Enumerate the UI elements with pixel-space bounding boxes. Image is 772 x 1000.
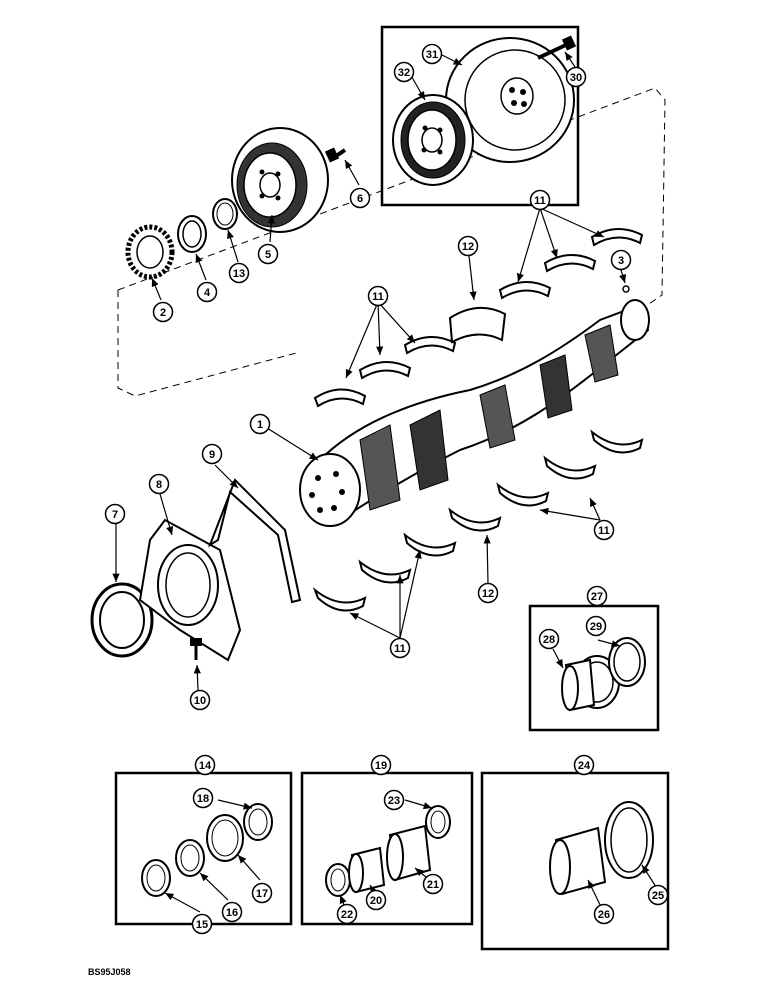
svg-text:7: 7 <box>112 509 118 521</box>
svg-text:12: 12 <box>462 241 474 253</box>
callout-6: 6 <box>349 187 371 209</box>
callout-26: 26 <box>593 903 615 925</box>
svg-text:26: 26 <box>598 909 610 921</box>
kit-19-parts <box>325 805 451 897</box>
callout-20: 20 <box>365 889 387 911</box>
callout-29: 29 <box>585 615 607 637</box>
callout-11-bottom: 11 <box>389 637 411 659</box>
svg-text:24: 24 <box>578 760 591 772</box>
callout-8: 8 <box>148 473 170 495</box>
svg-text:10: 10 <box>194 695 206 707</box>
svg-text:14: 14 <box>199 760 212 772</box>
svg-text:6: 6 <box>357 193 363 205</box>
callout-28: 28 <box>538 628 560 650</box>
callout-7: 7 <box>104 503 126 525</box>
svg-text:18: 18 <box>197 793 209 805</box>
svg-text:28: 28 <box>543 634 555 646</box>
svg-text:15: 15 <box>196 919 208 931</box>
callout-27: 27 <box>586 585 608 607</box>
rear-oil-seal-7 <box>90 582 154 658</box>
kit-box-24 <box>480 771 670 951</box>
rear-seal-housing-8 <box>138 518 242 662</box>
large-pulley <box>445 37 575 163</box>
gasket-9 <box>207 478 302 604</box>
callout-2: 2 <box>152 301 174 323</box>
svg-text:25: 25 <box>652 890 664 902</box>
callout-12-top: 12 <box>457 235 479 257</box>
callout-19: 19 <box>370 754 392 776</box>
callout-11-right: 11 <box>593 519 615 541</box>
svg-text:12: 12 <box>482 588 494 600</box>
callout-25: 25 <box>647 884 669 906</box>
svg-text:16: 16 <box>226 907 238 919</box>
pulley-inset-box <box>380 25 580 207</box>
callout-12-bottom: 12 <box>477 582 499 604</box>
callout-21: 21 <box>422 873 444 895</box>
svg-text:5: 5 <box>265 249 271 261</box>
callout-14: 14 <box>194 754 216 776</box>
small-damper-pulley <box>392 94 474 186</box>
callout-23: 23 <box>383 789 405 811</box>
svg-text:3: 3 <box>618 255 624 267</box>
callout-5: 5 <box>257 243 279 265</box>
front-group-dashed-boundary <box>117 87 666 397</box>
svg-text:11: 11 <box>534 195 546 207</box>
seal-ring-13 <box>212 198 238 230</box>
callout-11-top: 11 <box>529 189 551 211</box>
callout-4: 4 <box>196 281 218 303</box>
upper-bearing-shells <box>313 228 644 408</box>
svg-text:22: 22 <box>341 909 353 921</box>
callout-16: 16 <box>221 901 243 923</box>
svg-text:29: 29 <box>590 621 602 633</box>
svg-text:11: 11 <box>394 643 406 655</box>
callout-32: 32 <box>393 61 415 83</box>
crankshaft-gear <box>125 224 175 280</box>
figure-code: BS95J058 <box>88 967 131 977</box>
callout-22: 22 <box>336 903 358 925</box>
callout-15: 15 <box>191 913 213 935</box>
callout-17: 17 <box>251 882 273 904</box>
svg-text:1: 1 <box>257 419 263 431</box>
svg-text:21: 21 <box>427 879 439 891</box>
svg-text:23: 23 <box>388 795 400 807</box>
crankshaft <box>299 299 650 527</box>
callout-3: 3 <box>610 249 632 271</box>
kit-box-27 <box>528 604 660 732</box>
callout-labels: 32 31 30 2 4 13 5 6 11 3 12 11 1 9 8 7 1… <box>104 43 669 935</box>
callout-18: 18 <box>192 787 214 809</box>
dowel-pin-3 <box>622 285 630 293</box>
callout-9: 9 <box>201 443 223 465</box>
svg-text:20: 20 <box>370 895 382 907</box>
callout-1: 1 <box>249 413 271 435</box>
callout-24: 24 <box>573 754 595 776</box>
callout-31: 31 <box>421 43 443 65</box>
svg-text:19: 19 <box>375 760 387 772</box>
callout-10: 10 <box>189 689 211 711</box>
kit-27-parts <box>561 637 646 712</box>
svg-text:31: 31 <box>426 49 438 61</box>
svg-text:17: 17 <box>256 888 268 900</box>
callout-11-mid: 11 <box>367 285 389 307</box>
kit-24-parts <box>549 801 654 896</box>
leader-lines <box>112 51 626 691</box>
svg-text:32: 32 <box>398 67 410 79</box>
kit-14-parts <box>141 803 273 897</box>
svg-text:13: 13 <box>233 268 245 280</box>
callout-30: 30 <box>565 66 587 88</box>
svg-text:27: 27 <box>591 591 603 603</box>
callout-13: 13 <box>228 262 250 284</box>
svg-text:11: 11 <box>372 291 384 303</box>
spacer-ring-4 <box>177 215 207 253</box>
pulley-bolt-30 <box>537 35 577 60</box>
housing-bolt-10 <box>190 638 202 660</box>
svg-text:11: 11 <box>598 525 610 537</box>
svg-text:30: 30 <box>570 72 582 84</box>
svg-text:4: 4 <box>204 287 211 299</box>
svg-text:9: 9 <box>209 449 215 461</box>
crankshaft-pulley <box>231 127 329 233</box>
svg-text:2: 2 <box>160 307 166 319</box>
pulley-bolt-6 <box>324 147 347 163</box>
svg-text:8: 8 <box>156 479 162 491</box>
